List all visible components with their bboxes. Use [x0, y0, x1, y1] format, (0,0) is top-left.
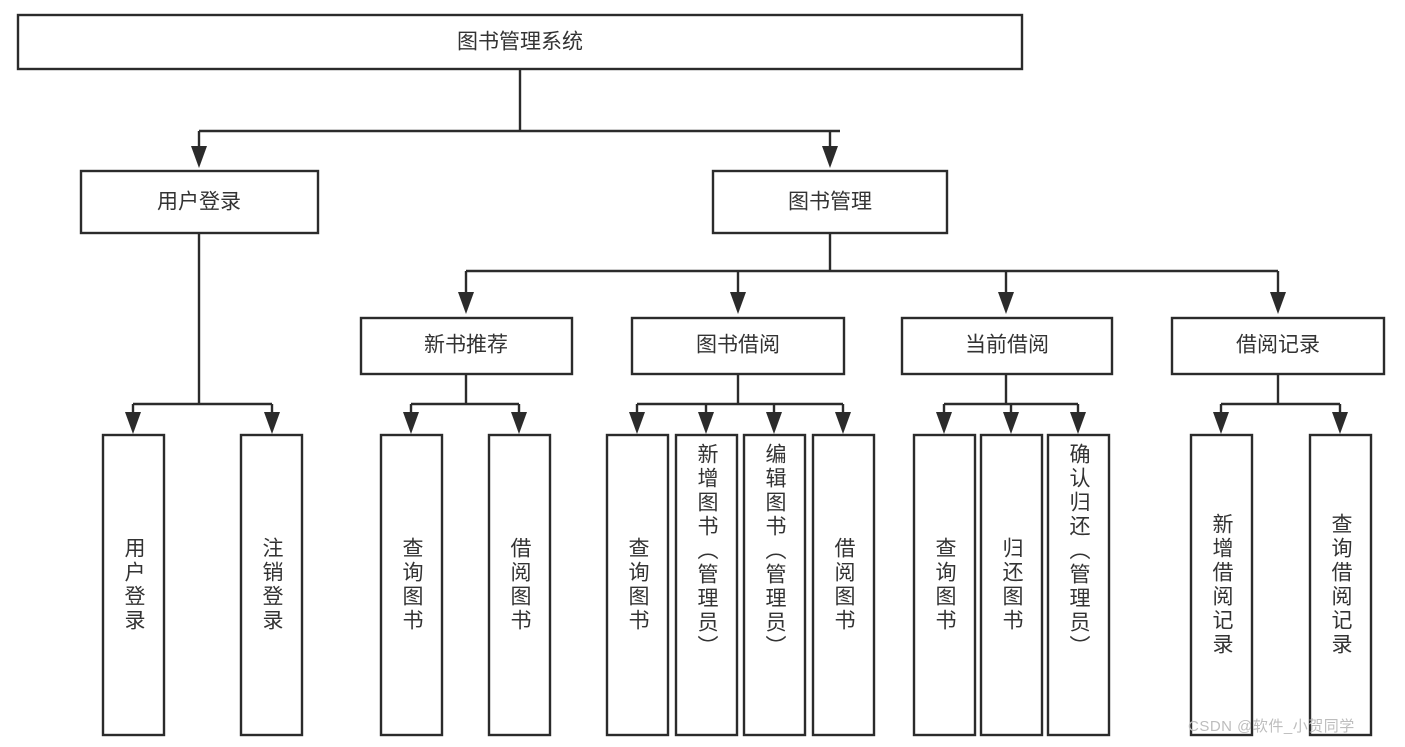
node-borrow-record-label: 借阅记录 [1236, 334, 1320, 357]
node-book-management[interactable]: 图书管理 [711, 169, 949, 235]
node-root[interactable]: 图书管理系统 [16, 13, 1024, 71]
connector-root-to-level2 [191, 69, 840, 168]
leaf-box-12[interactable] [1308, 433, 1373, 737]
connector-borrow-to-leaves [629, 374, 851, 434]
leaf-box-11[interactable] [1189, 433, 1254, 737]
node-current-borrow[interactable]: 当前借阅 [900, 316, 1114, 376]
leaf-box-9[interactable] [979, 433, 1044, 737]
node-book-borrow[interactable]: 图书借阅 [630, 316, 846, 376]
node-book-management-label: 图书管理 [788, 191, 872, 214]
leaf-box-7[interactable] [811, 433, 876, 737]
node-borrow-record[interactable]: 借阅记录 [1170, 316, 1386, 376]
leaf-box-4[interactable] [605, 433, 670, 737]
leaf-box-8[interactable] [912, 433, 977, 737]
connector-record-to-leaves [1213, 374, 1348, 434]
connector-userlogin-to-leaves [125, 234, 280, 434]
csdn-watermark: CSDN @软件_小贺同学 [1188, 718, 1355, 735]
leaf-box-5[interactable] [674, 433, 739, 737]
node-root-label: 图书管理系统 [457, 31, 583, 54]
connector-current-to-leaves [936, 374, 1086, 434]
leaf-box-0[interactable] [101, 433, 166, 737]
connector-newbook-to-leaves [403, 374, 527, 434]
leaf-box-10[interactable] [1046, 433, 1111, 737]
node-new-book-recommend-label: 新书推荐 [424, 334, 508, 357]
leaf-box-6[interactable] [742, 433, 807, 737]
node-user-login[interactable]: 用户登录 [79, 169, 320, 235]
leaf-box-2[interactable] [379, 433, 444, 737]
leaf-box-1[interactable] [239, 433, 304, 737]
node-current-borrow-label: 当前借阅 [965, 334, 1049, 357]
node-user-login-label: 用户登录 [157, 191, 241, 214]
leaf-box-3[interactable] [487, 433, 552, 737]
node-book-borrow-label: 图书借阅 [696, 334, 780, 357]
node-new-book-recommend[interactable]: 新书推荐 [359, 316, 574, 376]
connector-bookmgmt-to-level3 [458, 234, 1286, 314]
